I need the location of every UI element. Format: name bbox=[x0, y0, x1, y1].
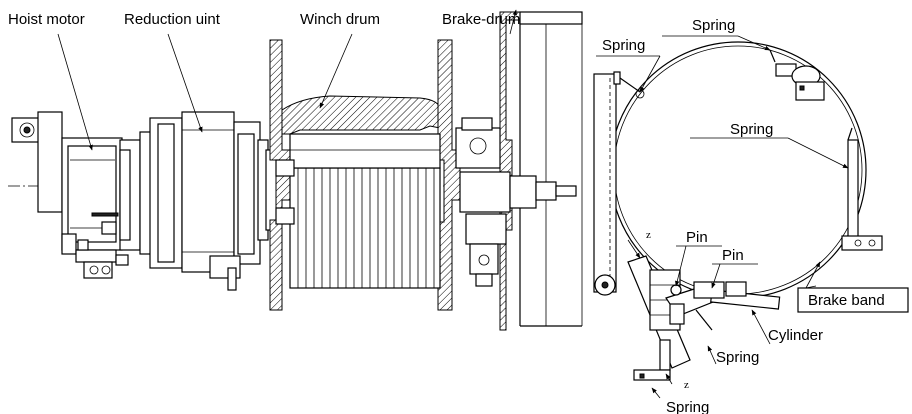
label-pin-1: Pin bbox=[686, 229, 708, 246]
label-pin-2: Pin bbox=[722, 247, 744, 264]
label-spring-lower: Spring bbox=[716, 349, 759, 366]
label-hoist-motor: Hoist motor bbox=[8, 11, 85, 28]
winch-drum bbox=[269, 39, 461, 311]
label-winch-drum: Winch drum bbox=[300, 11, 380, 28]
leader-lines bbox=[57, 9, 849, 399]
brake-drum bbox=[455, 11, 583, 331]
label-spring-bottom: Spring bbox=[666, 399, 709, 414]
label-brake-drum: Brake-drum bbox=[442, 11, 520, 28]
label-spring-top: Spring bbox=[692, 17, 735, 34]
reduction-unit bbox=[139, 111, 281, 291]
brake-band-label-box bbox=[797, 287, 909, 313]
label-brake-band: Brake band bbox=[808, 292, 885, 309]
label-spring-upper-left: Spring bbox=[602, 37, 645, 54]
label-section-z-upper: z bbox=[646, 229, 651, 241]
hoist-motor bbox=[11, 111, 141, 279]
label-section-z-lower: z bbox=[684, 379, 689, 391]
label-cylinder: Cylinder bbox=[768, 327, 823, 344]
label-reduction-unit: Reduction uint bbox=[124, 11, 221, 28]
label-spring-right: Spring bbox=[730, 121, 773, 138]
rope-windings bbox=[297, 168, 435, 288]
brake-band-assembly bbox=[593, 41, 883, 381]
